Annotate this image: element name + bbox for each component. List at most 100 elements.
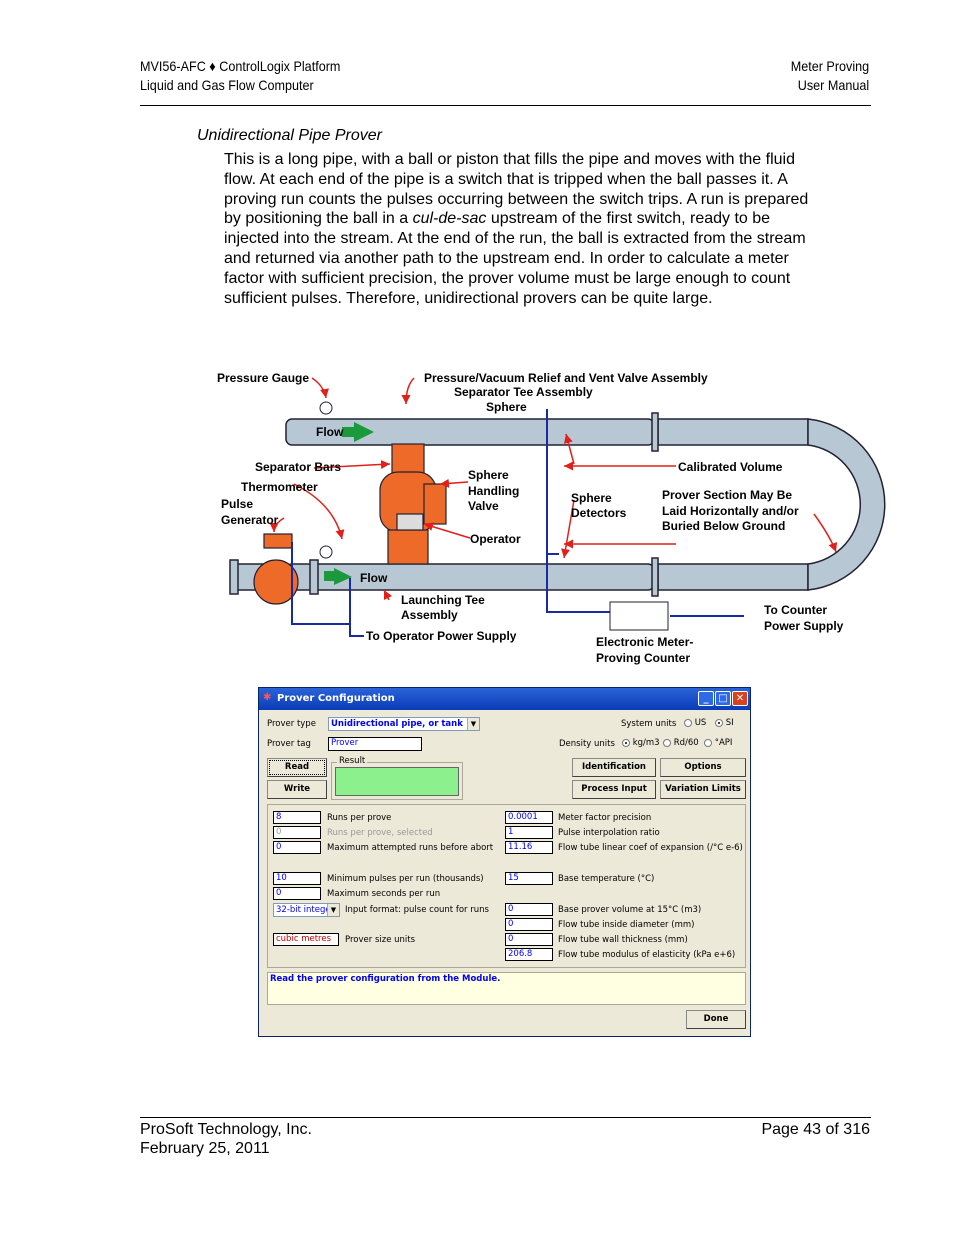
prover-type-select[interactable]: Unidirectional pipe, or tank▼	[328, 717, 480, 731]
minimize-icon[interactable]: _	[698, 691, 714, 706]
meter-proving-counter	[609, 601, 669, 631]
base-temperature-input[interactable]: 15	[505, 872, 553, 885]
system-units-label: System units	[621, 719, 677, 729]
rd60-radio[interactable]: Rd/60	[663, 738, 699, 748]
label-prover-section-2: Laid Horizontally and/or	[662, 504, 799, 518]
label-pulse-2: Generator	[221, 513, 279, 527]
input-format-value: 32-bit integer	[276, 905, 335, 915]
min-pulses-label: Minimum pulses per run (thousands)	[327, 874, 484, 884]
base-temperature-label: Base temperature (°C)	[558, 874, 655, 884]
wall-thickness-input[interactable]: 0	[505, 933, 553, 946]
header-doc-type: User Manual	[797, 77, 869, 93]
label-thermometer: Thermometer	[241, 480, 318, 494]
para-italic-term: cul-de-sac	[412, 210, 487, 228]
kgm3-radio[interactable]: kg/m3	[622, 738, 660, 748]
label-sphere: Sphere	[486, 400, 527, 414]
prover-tag-label: Prover tag	[267, 739, 311, 749]
result-indicator	[335, 767, 459, 796]
input-format-select[interactable]: 32-bit integer▼	[273, 903, 340, 917]
runs-selected-input: 0	[273, 826, 321, 839]
input-format-label: Input format: pulse count for runs	[345, 905, 489, 915]
maximize-icon[interactable]: □	[715, 691, 731, 706]
footer-left: ProSoft Technology, Inc. February 25, 20…	[140, 1120, 312, 1158]
read-button[interactable]: Read	[267, 758, 327, 777]
label-sphere-handling-3: Valve	[468, 499, 499, 513]
header-right: Meter Proving User Manual	[791, 57, 869, 95]
label-separator-bars: Separator Bars	[255, 460, 341, 474]
identification-button[interactable]: Identification	[572, 758, 656, 777]
prover-diagram: Pressure Gauge Pressure/Vacuum Relief an…	[217, 371, 886, 665]
header-section: Meter Proving	[790, 58, 869, 74]
radio-kgm3[interactable]	[622, 738, 630, 747]
linear-coef-label: Flow tube linear coef of expansion (/°C …	[558, 843, 743, 853]
done-button[interactable]: Done	[686, 1010, 746, 1029]
label-operator-power: To Operator Power Supply	[366, 629, 517, 643]
linear-coef-input[interactable]: 11.16	[505, 841, 553, 854]
label-sphere-detectors-1: Sphere	[571, 491, 612, 505]
max-runs-input[interactable]: 0	[273, 841, 321, 854]
us-radio[interactable]: US	[684, 718, 706, 728]
footer-date: February 25, 2011	[140, 1140, 270, 1157]
size-units-input[interactable]: cubic metres	[273, 933, 339, 946]
result-group	[331, 762, 463, 800]
runs-selected-label: Runs per prove, selected	[327, 828, 433, 838]
modulus-label: Flow tube modulus of elasticity (kPa e+6…	[558, 950, 736, 960]
label-launching-tee-1: Launching Tee	[401, 593, 485, 607]
max-runs-label: Maximum attempted runs before abort	[327, 843, 494, 853]
label-counter-power-2: Power Supply	[764, 619, 844, 633]
section-paragraph: This is a long pipe, with a ball or pist…	[224, 150, 824, 308]
close-icon[interactable]: ✕	[732, 691, 748, 706]
density-units-label: Density units	[559, 739, 615, 749]
inside-diameter-input[interactable]: 0	[505, 918, 553, 931]
us-label: US	[694, 718, 707, 728]
radio-us[interactable]	[684, 718, 692, 727]
radio-si[interactable]	[715, 718, 723, 727]
status-message: Read the prover configuration from the M…	[267, 972, 746, 1005]
pulse-interpolation-input[interactable]: 1	[505, 826, 553, 839]
label-relief-valve: Pressure/Vacuum Relief and Vent Valve As…	[424, 371, 708, 385]
runs-per-prove-input[interactable]: 8	[273, 811, 321, 824]
radio-rd60[interactable]	[663, 738, 671, 747]
prover-tag-input[interactable]: Prover	[328, 737, 422, 751]
variation-limits-button[interactable]: Variation Limits	[660, 780, 746, 799]
write-button[interactable]: Write	[267, 780, 327, 799]
modulus-input[interactable]: 206.8	[505, 948, 553, 961]
meter-factor-precision-label: Meter factor precision	[558, 813, 652, 823]
label-counter-power-1: To Counter	[764, 603, 827, 617]
min-pulses-input[interactable]: 10	[273, 872, 321, 885]
radio-api[interactable]	[704, 738, 712, 747]
max-seconds-input[interactable]: 0	[273, 887, 321, 900]
prover-type-label: Prover type	[267, 719, 316, 729]
result-label: Result	[337, 756, 368, 766]
size-units-label: Prover size units	[345, 935, 416, 945]
section-heading: Unidirectional Pipe Prover	[197, 127, 382, 144]
api-radio[interactable]: °API	[704, 738, 732, 748]
header-subtitle: Liquid and Gas Flow Computer	[140, 77, 314, 93]
label-prover-section-1: Prover Section May Be	[662, 488, 792, 502]
meter-factor-precision-input[interactable]: 0.0001	[505, 811, 553, 824]
inside-diameter-label: Flow tube inside diameter (mm)	[558, 920, 695, 930]
options-button[interactable]: Options	[660, 758, 746, 777]
label-sphere-handling-2: Handling	[468, 484, 519, 498]
pulse-generator	[253, 533, 299, 605]
para-text-2: upstream of the first switch, ready to b…	[224, 210, 806, 307]
label-launching-tee-2: Assembly	[401, 608, 458, 622]
prover-type-value: Unidirectional pipe, or tank	[331, 719, 463, 729]
dialog-titlebar[interactable]: ✱ Prover Configuration _ □ ✕	[259, 688, 750, 710]
label-flow-top: Flow	[316, 425, 344, 439]
si-label: SI	[725, 718, 734, 728]
si-radio[interactable]: SI	[715, 718, 734, 728]
page-number: Page 43 of 316	[761, 1121, 870, 1138]
runs-per-prove-label: Runs per prove	[327, 813, 392, 823]
label-separator-tee: Separator Tee Assembly	[454, 385, 593, 399]
footer-company: ProSoft Technology, Inc.	[140, 1121, 312, 1138]
wall-thickness-label: Flow tube wall thickness (mm)	[558, 935, 688, 945]
label-flow-bottom: Flow	[360, 571, 388, 585]
pulse-interpolation-label: Pulse interpolation ratio	[558, 828, 660, 838]
process-input-button[interactable]: Process Input	[572, 780, 656, 799]
dialog-title: Prover Configuration	[277, 693, 395, 704]
parameters-panel	[267, 804, 746, 968]
sphere-handling-valve	[379, 443, 447, 565]
base-volume-input[interactable]: 0	[505, 903, 553, 916]
kgm3-label: kg/m3	[632, 738, 660, 748]
